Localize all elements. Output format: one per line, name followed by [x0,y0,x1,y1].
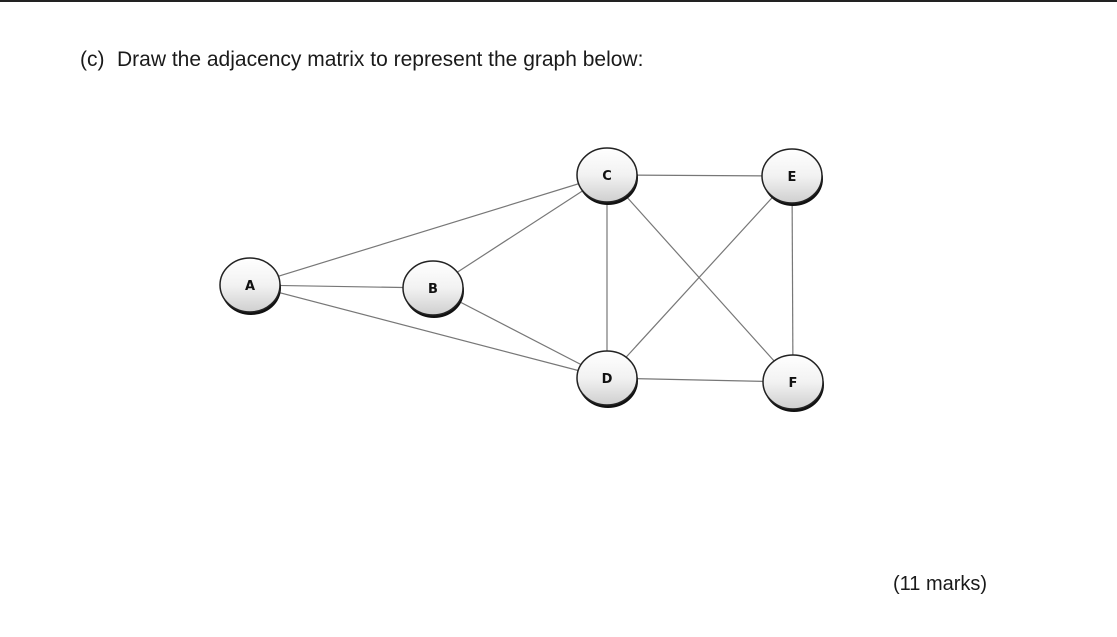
edge-D-E [606,175,793,379]
edge-D-F [606,377,794,383]
node-label: A [245,279,255,294]
question-text: (c) Draw the adjacency matrix to represen… [80,48,643,72]
node-circle [762,354,824,410]
edge-A-D [249,284,608,379]
edge-C-F [606,174,794,383]
node-circle [576,147,638,203]
edge-A-C [249,174,608,286]
edge-B-D [432,287,608,379]
node-E: E [761,148,823,206]
node-B: B [402,260,464,318]
node-label: F [789,376,798,391]
edge-E-F [791,175,794,383]
node-circle [219,257,281,313]
node-F: F [762,354,824,412]
question-prompt: Draw the adjacency matrix to represent t… [117,48,644,71]
edge-B-C [432,174,608,289]
node-A: A [219,257,281,315]
top-border [0,0,1117,2]
node-label: B [428,282,438,297]
node-circle [576,350,638,406]
node-label: D [602,372,613,387]
node-C: C [576,147,638,205]
node-circle [402,260,464,316]
marks-label: (11 marks) [893,573,988,595]
node-label: E [788,170,797,185]
question-label: (c) [80,48,105,71]
node-D: D [576,350,638,408]
node-circle [761,148,823,204]
node-label: C [602,169,612,184]
